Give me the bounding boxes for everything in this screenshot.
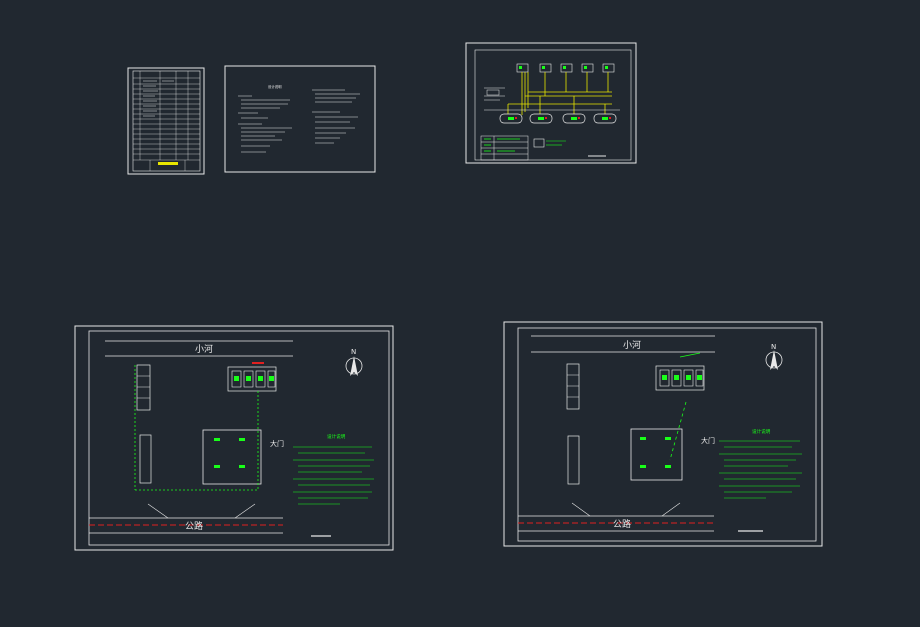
table-text-strokes (143, 80, 174, 117)
north-label: N (351, 348, 356, 356)
pump-units-top-green (519, 66, 608, 69)
pipe-route (669, 401, 687, 461)
north-arrow-needle (350, 356, 358, 376)
tank-markers-red (515, 117, 611, 119)
pipe-routes (134, 365, 259, 491)
sheet-site-plan-right[interactable]: 小河 公路 (503, 321, 823, 547)
road-label: 公路 (185, 520, 203, 532)
sheet-design-notes[interactable]: 设计说明 (224, 65, 376, 173)
road-label: 公路 (613, 518, 631, 530)
sheet-drawing-list[interactable] (127, 67, 205, 175)
notes-text-lines (719, 440, 802, 499)
river-label: 小河 (623, 339, 641, 351)
pipelines (507, 72, 612, 115)
sheet-border (224, 65, 376, 173)
pump-island (630, 428, 683, 481)
table-grid (133, 71, 200, 171)
notes-text-lines (238, 89, 360, 153)
building-block (566, 363, 580, 410)
legend-notes (533, 138, 566, 148)
legend-symbols (484, 138, 520, 152)
north-label: N (771, 343, 776, 351)
tank-group (227, 366, 277, 392)
pump-units-top (516, 63, 615, 73)
building-block-2 (567, 435, 580, 485)
sheet-inner-border (132, 70, 201, 172)
entrance-line (147, 503, 169, 519)
tank-bay-markers (662, 375, 702, 380)
notes-title: 设计说明 (752, 428, 771, 435)
north-arrow-needle (770, 350, 778, 370)
exit-line (661, 502, 681, 517)
sheet-border (465, 42, 637, 164)
dispensers (214, 438, 245, 468)
legend-table (480, 135, 529, 161)
sheet-border (127, 67, 205, 175)
title-block-yellow-mark (158, 162, 178, 165)
sheet-site-plan-left[interactable]: 小河 (74, 325, 394, 551)
tank-markers (508, 117, 608, 120)
storage-tanks (499, 113, 617, 124)
sheet-inner-border (517, 327, 817, 542)
sheet-process-diagram[interactable] (465, 42, 637, 164)
entrance-line (571, 502, 591, 517)
tank-bay-markers (234, 376, 274, 381)
sheet-inner-border (88, 330, 390, 546)
tank-bays (659, 369, 704, 387)
tank-bays (231, 370, 276, 388)
exit-line (234, 503, 256, 519)
building-block-2 (139, 434, 152, 484)
tank-pointer (679, 352, 701, 358)
gate-label: 大门 (270, 439, 284, 448)
river-label: 小河 (195, 343, 213, 355)
building-block (136, 364, 151, 411)
tank-red-tag (252, 362, 264, 364)
tank-group (655, 365, 705, 391)
notes-sheet-title: 设计说明 (268, 84, 282, 89)
process-lines-white (484, 87, 620, 111)
dispensers (640, 437, 671, 468)
sheet-inner-border (474, 49, 632, 161)
sheet-border (74, 325, 394, 551)
sheet-border (503, 321, 823, 547)
gate-label: 大门 (701, 436, 715, 445)
notes-text-lines (293, 446, 374, 505)
notes-title: 设计说明 (327, 433, 346, 440)
pump-island (202, 429, 262, 485)
